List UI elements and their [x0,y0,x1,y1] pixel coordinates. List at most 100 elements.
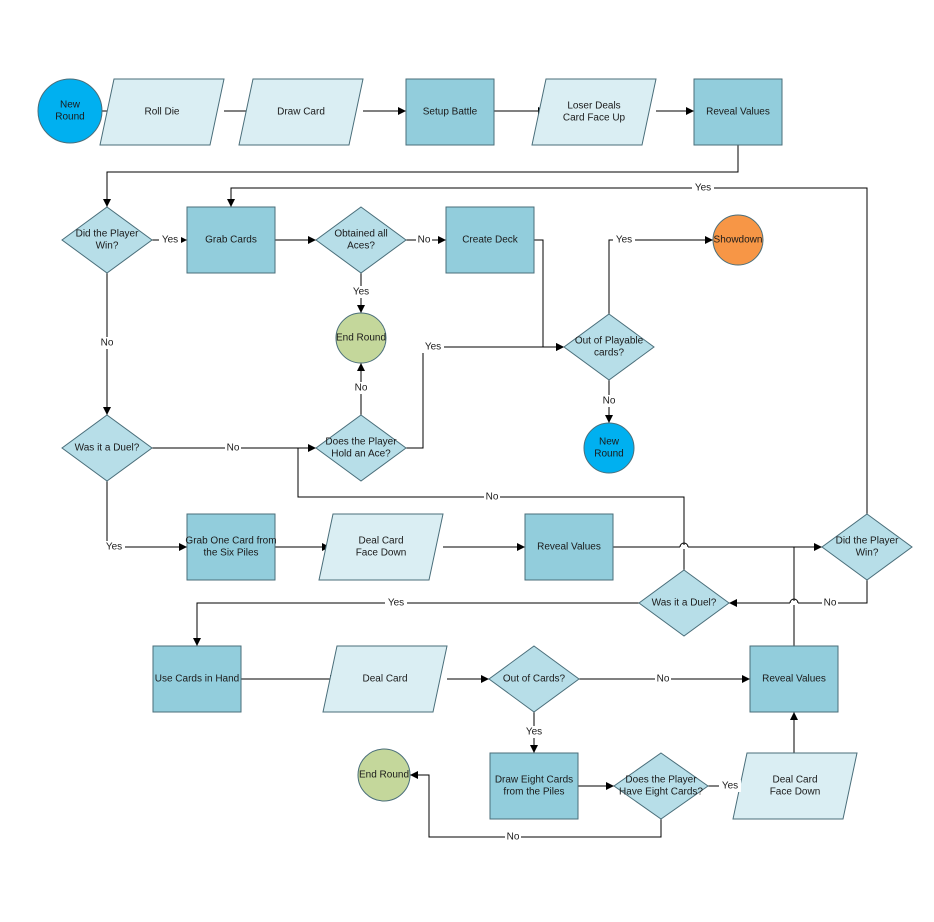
io-parallelogram [531,78,657,146]
edge-label-bg [103,541,125,553]
connector [106,481,187,551]
node-label: Reveal Values [537,542,601,553]
edge-label-yes: Yes [616,235,632,246]
node-label: End Round [359,770,409,781]
node-label: Was it a Duel? [652,598,717,609]
edge-label-bg [613,234,635,246]
io-parallelogram [238,78,364,146]
node-label: Face Down [356,548,407,559]
terminal-circle [357,748,411,802]
decision-diamond [61,414,153,482]
edge-label-bg [422,341,444,353]
connector [406,343,564,449]
process-box [445,206,535,274]
node-label: Reveal Values [706,107,770,118]
line-hop-gap [680,545,688,549]
edge-label-yes: Yes [722,781,738,792]
decision-diamond [61,206,153,274]
edge-label-bg [385,597,407,609]
node-label: Roll Die [144,107,179,118]
node-label: Round [594,449,623,460]
edge-label-no: No [824,598,837,609]
node-draw-card: Draw Card [238,78,364,146]
node-label: Aces? [347,241,375,252]
node-deal-card: Deal Card [322,645,448,713]
node-label: from the Piles [503,787,564,798]
node-end-round-1: End Round [335,312,387,364]
node-label: Face Down [770,787,821,798]
connector [608,236,713,314]
process-box [186,513,276,581]
node-label: Reveal Values [762,674,826,685]
node-label: Round [55,112,84,123]
decision-diamond [613,752,709,820]
io-parallelogram [322,645,448,713]
connector [103,145,739,207]
node-label: Win? [856,548,879,559]
decision-diamond [563,313,655,381]
decision-diamond [315,414,407,482]
edge-label-no: No [227,443,240,454]
node-label: cards? [594,348,624,359]
node-label: Did the Player [836,536,899,547]
edge-label-bg [159,234,181,246]
node-label: Out of Cards? [503,674,566,685]
node-label: Hold an Ace? [331,449,391,460]
io-parallelogram [732,752,858,820]
node-label: Have Eight Cards? [619,787,703,798]
decision-diamond [315,206,407,274]
edge-label-yes: Yes [695,183,711,194]
edge-label-no: No [657,674,670,685]
edge-label-no: No [418,235,431,246]
node-label: Was it a Duel? [75,443,140,454]
process-box [524,513,614,581]
process-box [489,752,579,820]
process-box [749,645,839,713]
edge-label-no: No [355,383,368,394]
node-label: Grab Cards [205,235,257,246]
line-hop [789,598,799,604]
decision-diamond [821,513,913,581]
edge-label-bg [353,382,369,394]
edge-label-bg [99,337,115,349]
node-was-it-duel-1: Was it a Duel? [61,414,153,482]
process-box [405,78,495,146]
edge-label-yes: Yes [106,542,122,553]
io-parallelogram [318,513,444,581]
edge-label-bg [505,831,521,843]
line-hop [679,542,689,548]
io-parallelogram [99,78,225,146]
terminal-circle [335,312,387,364]
decision-diamond [638,569,730,637]
process-box [152,645,242,713]
node-grab-cards: Grab Cards [186,206,276,274]
process-box [186,206,276,274]
edge-label-bg [719,780,741,792]
node-label: Deal Card [772,775,817,786]
node-label: Obtained all [334,229,387,240]
node-label: Draw Card [277,107,325,118]
node-out-of-cards: Out of Cards? [488,645,580,713]
edge-label-bg [655,673,671,685]
edge-label-yes: Yes [388,598,404,609]
connector [227,187,868,514]
edge-label-bg [692,182,714,194]
connector [410,771,662,838]
node-label: Win? [96,241,119,252]
edge-label-bg [523,726,545,738]
node-label: the Six Piles [203,548,258,559]
connector [729,580,868,607]
edge-label-yes: Yes [353,287,369,298]
